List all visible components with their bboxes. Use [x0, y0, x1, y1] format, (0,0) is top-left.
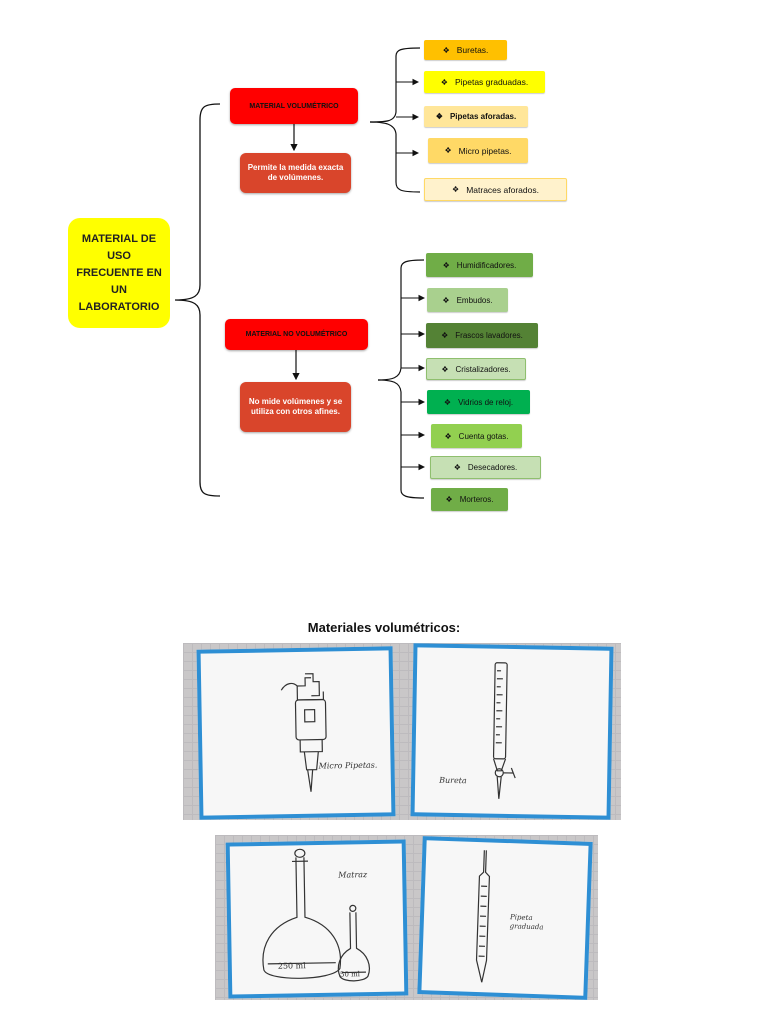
card-micropipette: Micro Pipetas.: [196, 646, 396, 820]
leaf-embudos: ❖ Embudos.: [427, 288, 508, 312]
diamond-bullet-icon: ❖: [442, 295, 450, 305]
leaf-buretas: ❖ Buretas.: [424, 40, 507, 60]
flask-large-volume: 250 ml: [277, 961, 306, 971]
card-flask: Matraz 250 ml 50 ml: [225, 839, 409, 999]
photo-volumetric-bottom: Matraz 250 ml 50 ml Pipeta graduada: [215, 835, 598, 1000]
diamond-bullet-icon: ❖: [435, 112, 443, 121]
diamond-bullet-icon: ❖: [442, 260, 450, 270]
leaf-label: Vidrios de reloj.: [458, 397, 514, 407]
diamond-bullet-icon: ❖: [443, 397, 452, 407]
leaf-label: Embudos.: [456, 295, 493, 305]
leaf-frascos-lavadores: ❖ Frascos lavadores.: [426, 323, 538, 348]
volumetric-flask-drawing-icon: [262, 848, 370, 982]
leaf-label: Buretas.: [456, 45, 489, 55]
card-label: Bureta: [439, 775, 467, 786]
leaf-cuenta-gotas: ❖ Cuenta gotas.: [431, 424, 522, 448]
diamond-bullet-icon: ❖: [452, 185, 460, 194]
leaf-label: Desecadores.: [467, 463, 518, 472]
card-burette: Bureta: [410, 643, 614, 820]
leaf-pipetas-graduadas: ❖ Pipetas graduadas.: [424, 71, 545, 93]
diamond-bullet-icon: ❖: [445, 495, 453, 504]
category-volumetric: MATERIAL VOLUMÉTRICO: [230, 88, 358, 124]
diamond-bullet-icon: ❖: [442, 45, 450, 55]
leaf-label: Pipetas aforadas.: [449, 112, 517, 121]
burette-drawing-icon: [492, 662, 516, 799]
micropipette-drawing-icon: [280, 673, 327, 792]
leaf-label: Matraces aforados.: [466, 184, 539, 195]
leaf-cristalizadores: ❖ Cristalizadores.: [426, 358, 526, 380]
diamond-bullet-icon: ❖: [440, 77, 448, 87]
section-title: Materiales volumétricos:: [307, 620, 461, 635]
concept-map-connectors: [174, 47, 426, 499]
diamond-bullet-icon: ❖: [444, 431, 452, 441]
graduated-pipette-drawing-icon: [475, 850, 491, 983]
card-label: Pipeta graduada: [509, 913, 544, 932]
flask-small-volume: 50 ml: [339, 970, 361, 979]
root-node: MATERIAL DE USO FRECUENTE EN UN LABORATO…: [68, 218, 170, 328]
leaf-desecadores: ❖ Desecadores.: [430, 456, 541, 479]
description-non-volumetric: No mide volúmenes y se utiliza con otros…: [240, 382, 351, 432]
card-graduated-pipette: Pipeta graduada: [417, 836, 593, 1000]
diamond-bullet-icon: ❖: [453, 463, 461, 472]
leaf-humidificadores: ❖ Humidificadores.: [426, 253, 533, 277]
leaf-matraces-aforados: ❖ Matraces aforados.: [424, 178, 567, 201]
category-non-volumetric: MATERIAL NO VOLUMÉTRICO: [225, 319, 368, 350]
card-label: Micro Pipetas.: [318, 760, 378, 771]
leaf-label: Cristalizadores.: [455, 364, 511, 374]
leaf-morteros: ❖ Morteros.: [431, 488, 508, 511]
diamond-bullet-icon: ❖: [441, 331, 449, 340]
leaf-label: Micro pipetas.: [458, 145, 512, 156]
description-volumetric: Permite la medida exacta de volúmenes.: [240, 153, 351, 193]
card-label: Matraz: [338, 870, 368, 880]
leaf-label: Cuenta gotas.: [458, 431, 509, 441]
leaf-label: Morteros.: [459, 495, 494, 504]
leaf-label: Frascos lavadores.: [455, 331, 523, 340]
diamond-bullet-icon: ❖: [444, 146, 452, 155]
leaf-label: Humidificadores.: [456, 260, 517, 270]
photo-volumetric-top: Micro Pipetas. Bureta: [183, 643, 621, 820]
leaf-micro-pipetas: ❖ Micro pipetas.: [428, 138, 528, 163]
leaf-pipetas-aforadas: ❖ Pipetas aforadas.: [424, 106, 528, 127]
leaf-vidrios-de-reloj: ❖ Vidrios de reloj.: [427, 390, 530, 414]
leaf-label: Pipetas graduadas.: [454, 77, 529, 87]
diamond-bullet-icon: ❖: [441, 364, 449, 374]
